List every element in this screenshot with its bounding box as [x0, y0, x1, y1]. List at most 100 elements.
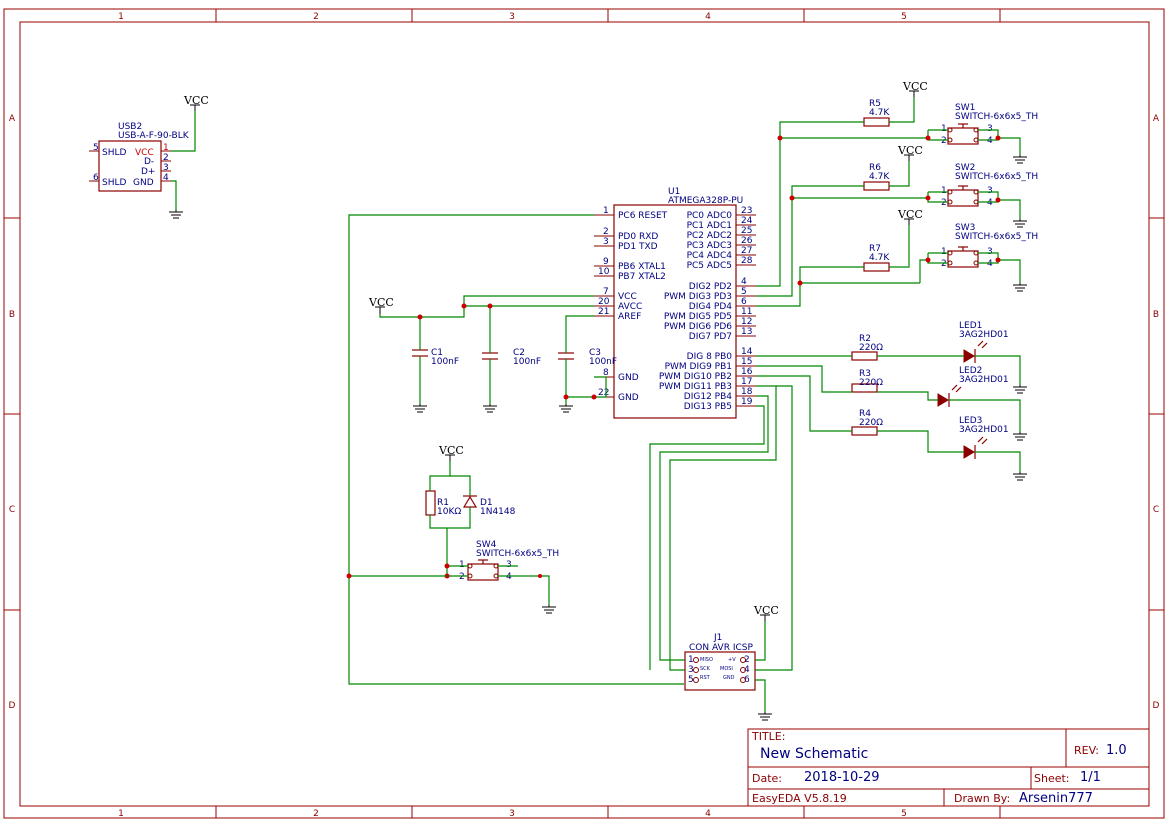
- led1-part: 3AG2HD01: [959, 330, 1009, 340]
- switch-sw4[interactable]: [467, 559, 499, 581]
- sheet-frame: [3, 8, 1165, 819]
- led1-symbol[interactable]: [963, 340, 988, 363]
- svg-text:100nF: 100nF: [589, 357, 617, 367]
- button-row-2: R6 4.7K SW2 SWITCH-6x6x5_TH 1 2 3 4: [756, 161, 1038, 297]
- vcc-symbol-reset: VCC: [438, 444, 464, 461]
- mcu-pin-pb1: PWM DIG9 PB1: [665, 362, 732, 372]
- svg-text:VCC: VCC: [902, 80, 928, 93]
- vcc-symbol-sw1: VCC: [902, 80, 928, 97]
- resistor-r1[interactable]: [425, 490, 436, 516]
- svg-text:6: 6: [744, 675, 750, 685]
- resistor-r2-designator: R2: [859, 334, 871, 344]
- gnd-symbol-led2: [1013, 432, 1027, 441]
- vcc-symbol-usb: VCC: [183, 94, 209, 111]
- svg-text:VCC: VCC: [183, 94, 209, 107]
- vcc-symbols: VCC VCC VCC VCC VCC VCC VCC: [183, 80, 928, 621]
- led2-symbol[interactable]: [937, 384, 962, 407]
- drawn-by-label: Drawn By:: [954, 792, 1010, 805]
- usb-wires: [171, 111, 196, 210]
- mcu-pin-txd: PD1 TXD: [618, 242, 658, 252]
- svg-text:5: 5: [688, 675, 694, 685]
- vcc-symbol-icsp: VCC: [753, 604, 779, 621]
- capacitor-c1[interactable]: C1 100nF: [412, 348, 459, 367]
- mcu-pin-pd4: DIG4 PD4: [689, 302, 733, 312]
- drawn-by-value: Arsenin777: [1019, 791, 1093, 806]
- led1-designator: LED1: [959, 321, 982, 331]
- zone-top-3: 3: [509, 12, 515, 22]
- led-row-3: R4 220Ω LED3 3AG2HD01: [756, 375, 1021, 472]
- date-value: 2018-10-29: [804, 770, 880, 785]
- mcu-pin-18: 18: [741, 387, 753, 397]
- switch-sw4-designator: SW4: [476, 540, 497, 550]
- usb-designator: USB2: [118, 122, 142, 132]
- mcu-part: ATMEGA328P-PU: [668, 196, 743, 206]
- mcu-pin-28: 28: [741, 256, 753, 266]
- usb-connector[interactable]: USB2 USB-A-F-90-BLK 5 SHLD 1 VCC 2 D- 3 …: [89, 122, 190, 192]
- mcu-atmega328p[interactable]: U1 ATMEGA328P-PU 1 PC6 RESET 2 PD0 RXD 3…: [594, 187, 756, 419]
- gnd-symbol-sw4: [542, 605, 556, 614]
- svg-text:2: 2: [941, 259, 947, 269]
- mcu-left-pins: 1 PC6 RESET 2 PD0 RXD 3 PD1 TXD 9 PB6 XT…: [594, 206, 668, 403]
- zone-bottom-5: 5: [901, 809, 907, 819]
- mcu-pin-15: 15: [741, 357, 752, 367]
- led3-part: 3AG2HD01: [959, 425, 1009, 435]
- mcu-power-wires: [379, 295, 607, 404]
- tool-label: EasyEDA V5.8.19: [752, 792, 847, 805]
- usb-pin-vcc: VCC: [135, 148, 154, 158]
- svg-text:4: 4: [744, 665, 750, 675]
- mcu-pin-adc3: PC3 ADC3: [687, 241, 732, 251]
- diode-d1-value: 1N4148: [480, 507, 516, 517]
- svg-text:1: 1: [459, 560, 465, 570]
- usb-pin-1: 1: [163, 143, 169, 153]
- mcu-pin-aref: AREF: [618, 312, 641, 322]
- led3-designator: LED3: [959, 416, 982, 426]
- reset-circuit: R1 10KΩ D1 1N4148 SW4 SWITCH-6x6x5_TH 1 …: [346, 214, 684, 685]
- icsp-header[interactable]: J1 CON AVR ICSP 1 3 5 2 4 6 MISO SCK RST…: [684, 633, 756, 691]
- resistor-r3-designator: R3: [859, 369, 871, 379]
- svg-text:3: 3: [987, 124, 993, 134]
- mcu-pin-pd7: DIG7 PD7: [689, 332, 732, 342]
- svg-text:VCC: VCC: [897, 208, 923, 221]
- resistor-r4-value: 220Ω: [859, 418, 883, 428]
- mcu-pin-adc0: PC0 ADC0: [687, 211, 733, 221]
- resistor-r1-value: 10KΩ: [437, 507, 461, 517]
- diode-d1[interactable]: [462, 495, 478, 508]
- button-row-1: R5 4.7K SW1 SWITCH-6x6x5_TH 1 2 3 4: [756, 97, 1038, 287]
- gnd-symbol-sw1: [1013, 155, 1027, 164]
- mcu-pin-11: 11: [741, 307, 752, 317]
- switch-sw3-designator: SW3: [955, 223, 975, 233]
- capacitor-c2[interactable]: C2 100nF: [482, 348, 541, 367]
- zone-top-5: 5: [901, 12, 907, 22]
- resistor-r1-designator: R1: [437, 498, 449, 508]
- switch-sw3[interactable]: [947, 246, 979, 268]
- svg-text:C3: C3: [589, 348, 601, 358]
- zone-side-b: B: [9, 310, 15, 320]
- switch-sw2-designator: SW2: [955, 163, 975, 173]
- capacitor-c3[interactable]: C3 100nF: [558, 348, 617, 367]
- title-label: TITLE:: [751, 730, 785, 743]
- usb-pin-gnd: GND: [133, 178, 154, 188]
- gnd-symbol-led1: [1013, 385, 1027, 394]
- svg-text:C1: C1: [431, 348, 443, 358]
- svg-text:SCK: SCK: [700, 666, 711, 672]
- switch-sw2[interactable]: [947, 185, 979, 207]
- svg-text:C2: C2: [513, 348, 525, 358]
- svg-text:3: 3: [987, 186, 993, 196]
- mcu-pin-avcc: AVCC: [618, 302, 642, 312]
- led3-symbol[interactable]: [963, 436, 988, 459]
- mcu-pin-22: 22: [598, 388, 609, 398]
- mcu-pin-adc1: PC1 ADC1: [687, 221, 732, 231]
- zone-side-a-right: A: [1153, 114, 1160, 124]
- zone-side-d-right: D: [1153, 701, 1160, 711]
- usb-pin-dminus: D-: [144, 157, 154, 167]
- svg-text:4: 4: [987, 259, 993, 269]
- led2-part: 3AG2HD01: [959, 375, 1009, 385]
- zone-bottom-3: 3: [509, 809, 515, 819]
- vcc-symbol-sw2: VCC: [897, 144, 923, 161]
- zone-side-c-right: C: [1153, 505, 1159, 515]
- switch-sw1[interactable]: [947, 123, 979, 145]
- mcu-pin-6: 6: [741, 297, 747, 307]
- gnd-symbol-sw3: [1013, 283, 1027, 292]
- zone-top-4: 4: [705, 12, 711, 22]
- svg-text:100nF: 100nF: [513, 357, 541, 367]
